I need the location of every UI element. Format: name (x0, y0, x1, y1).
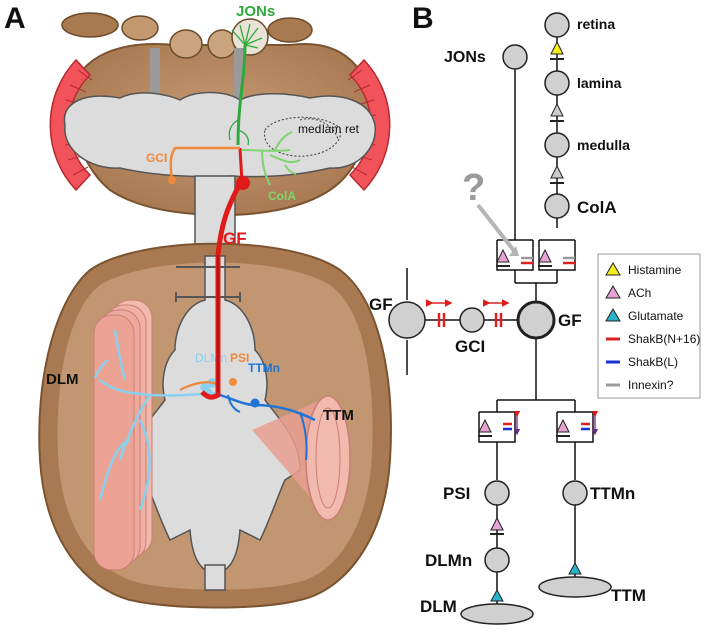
label-med: med. (298, 122, 325, 136)
ach-synapse-cola (538, 248, 552, 263)
label-cola: ColA (268, 189, 296, 203)
ttm-muscle (252, 395, 351, 521)
legend-label: ShakB(L) (628, 355, 678, 369)
gf-neuron (200, 147, 250, 400)
antenna-left (61, 12, 203, 59)
legend-triangle-icon (605, 285, 621, 299)
node-retina (544, 12, 570, 38)
question-mark: ? (462, 167, 485, 209)
histamine-synapse (550, 40, 564, 55)
node-ttmn (562, 480, 588, 506)
legend-label: Histamine (628, 263, 682, 277)
label-gf-b: GF (558, 311, 582, 330)
label-ttmn: TTMn (248, 361, 280, 375)
dlmn-neuron (93, 329, 217, 511)
cervical-connective (194, 175, 236, 257)
label-gci: GCI (146, 151, 167, 165)
label-ttmn-b: TTMn (590, 484, 635, 503)
gap-junctions (426, 256, 599, 436)
cola-neuron (241, 131, 301, 186)
node-gci (459, 307, 485, 333)
label-ttm: TTM (323, 407, 354, 424)
legend-box (597, 253, 701, 399)
glutamate-synapse-ttm (568, 561, 582, 575)
panel-a-letter: A (4, 2, 26, 35)
label-psi-b: PSI (443, 484, 470, 503)
label-jons-b: JONs (444, 49, 486, 66)
node-lamina (544, 70, 570, 96)
synapse-medulla-cola (550, 164, 564, 179)
ach-synapse-psi (478, 418, 492, 433)
chemical-synapses (478, 40, 582, 602)
panel-b-letter: B (412, 2, 434, 35)
legend-triangle-icon (605, 308, 621, 322)
panel-a: A (4, 2, 392, 609)
legend-item: ACh (605, 285, 651, 300)
label-dlmn-b: DLMn (425, 551, 472, 570)
label-psi: PSI (230, 351, 249, 365)
node-psi (484, 480, 510, 506)
legend-label: ShakB(N+16) (628, 332, 700, 346)
optic-lobe-outline (264, 116, 342, 157)
legend-item: ShakB(N+16) (606, 332, 700, 346)
gci-neuron (168, 146, 240, 184)
label-retina: retina (577, 16, 615, 32)
legend-label: ACh (628, 286, 651, 300)
label-jons: JONs (236, 3, 275, 20)
antenna-right (207, 17, 313, 59)
antennal-nerve-right (234, 48, 244, 103)
glutamate-synapse-dlm (490, 588, 504, 602)
node-gf-left (388, 301, 426, 339)
node-jons (502, 44, 528, 70)
ttmn-neuron (219, 393, 316, 461)
node-dlm (460, 603, 534, 625)
label-ttm-b: TTM (611, 586, 646, 605)
node-ttm (538, 576, 612, 598)
label-dlm-b: DLM (420, 597, 457, 616)
node-medulla (544, 132, 570, 158)
brain (63, 91, 376, 178)
label-ret: ret (345, 122, 360, 136)
jons-neuron (228, 23, 263, 146)
legend-label: Innexin? (628, 378, 674, 392)
node-dlmn (484, 547, 510, 573)
label-gci-b: GCI (455, 337, 485, 356)
node-gf (516, 300, 556, 340)
legend-triangle-icon (605, 262, 621, 276)
synapse-lamina-medulla (550, 102, 564, 117)
question-arrow (476, 203, 517, 254)
panel-b: B (369, 2, 701, 625)
label-cola-b: ColA (577, 198, 617, 217)
antennal-nerve-left (150, 48, 160, 103)
label-medulla: medulla (577, 137, 630, 153)
label-lam: lam (322, 122, 341, 136)
ach-synapse-dlmn (490, 516, 504, 531)
label-gf-left: GF (369, 295, 393, 314)
label-dlm: DLM (46, 371, 79, 388)
legend-item: Histamine (605, 262, 682, 277)
label-lamina: lamina (577, 75, 622, 91)
label-gf: GF (223, 229, 247, 248)
ach-synapse-ttmn (556, 418, 570, 433)
legend-item: Glutamate (605, 308, 684, 323)
legend-label: Glutamate (628, 309, 684, 323)
ach-synapse-jons (496, 248, 510, 263)
node-cola (544, 193, 570, 219)
legend-item: ShakB(L) (606, 355, 678, 369)
dlm-muscles (93, 299, 153, 571)
legend-item: Innexin? (606, 378, 674, 392)
label-dlmn: DLMn (195, 351, 227, 365)
